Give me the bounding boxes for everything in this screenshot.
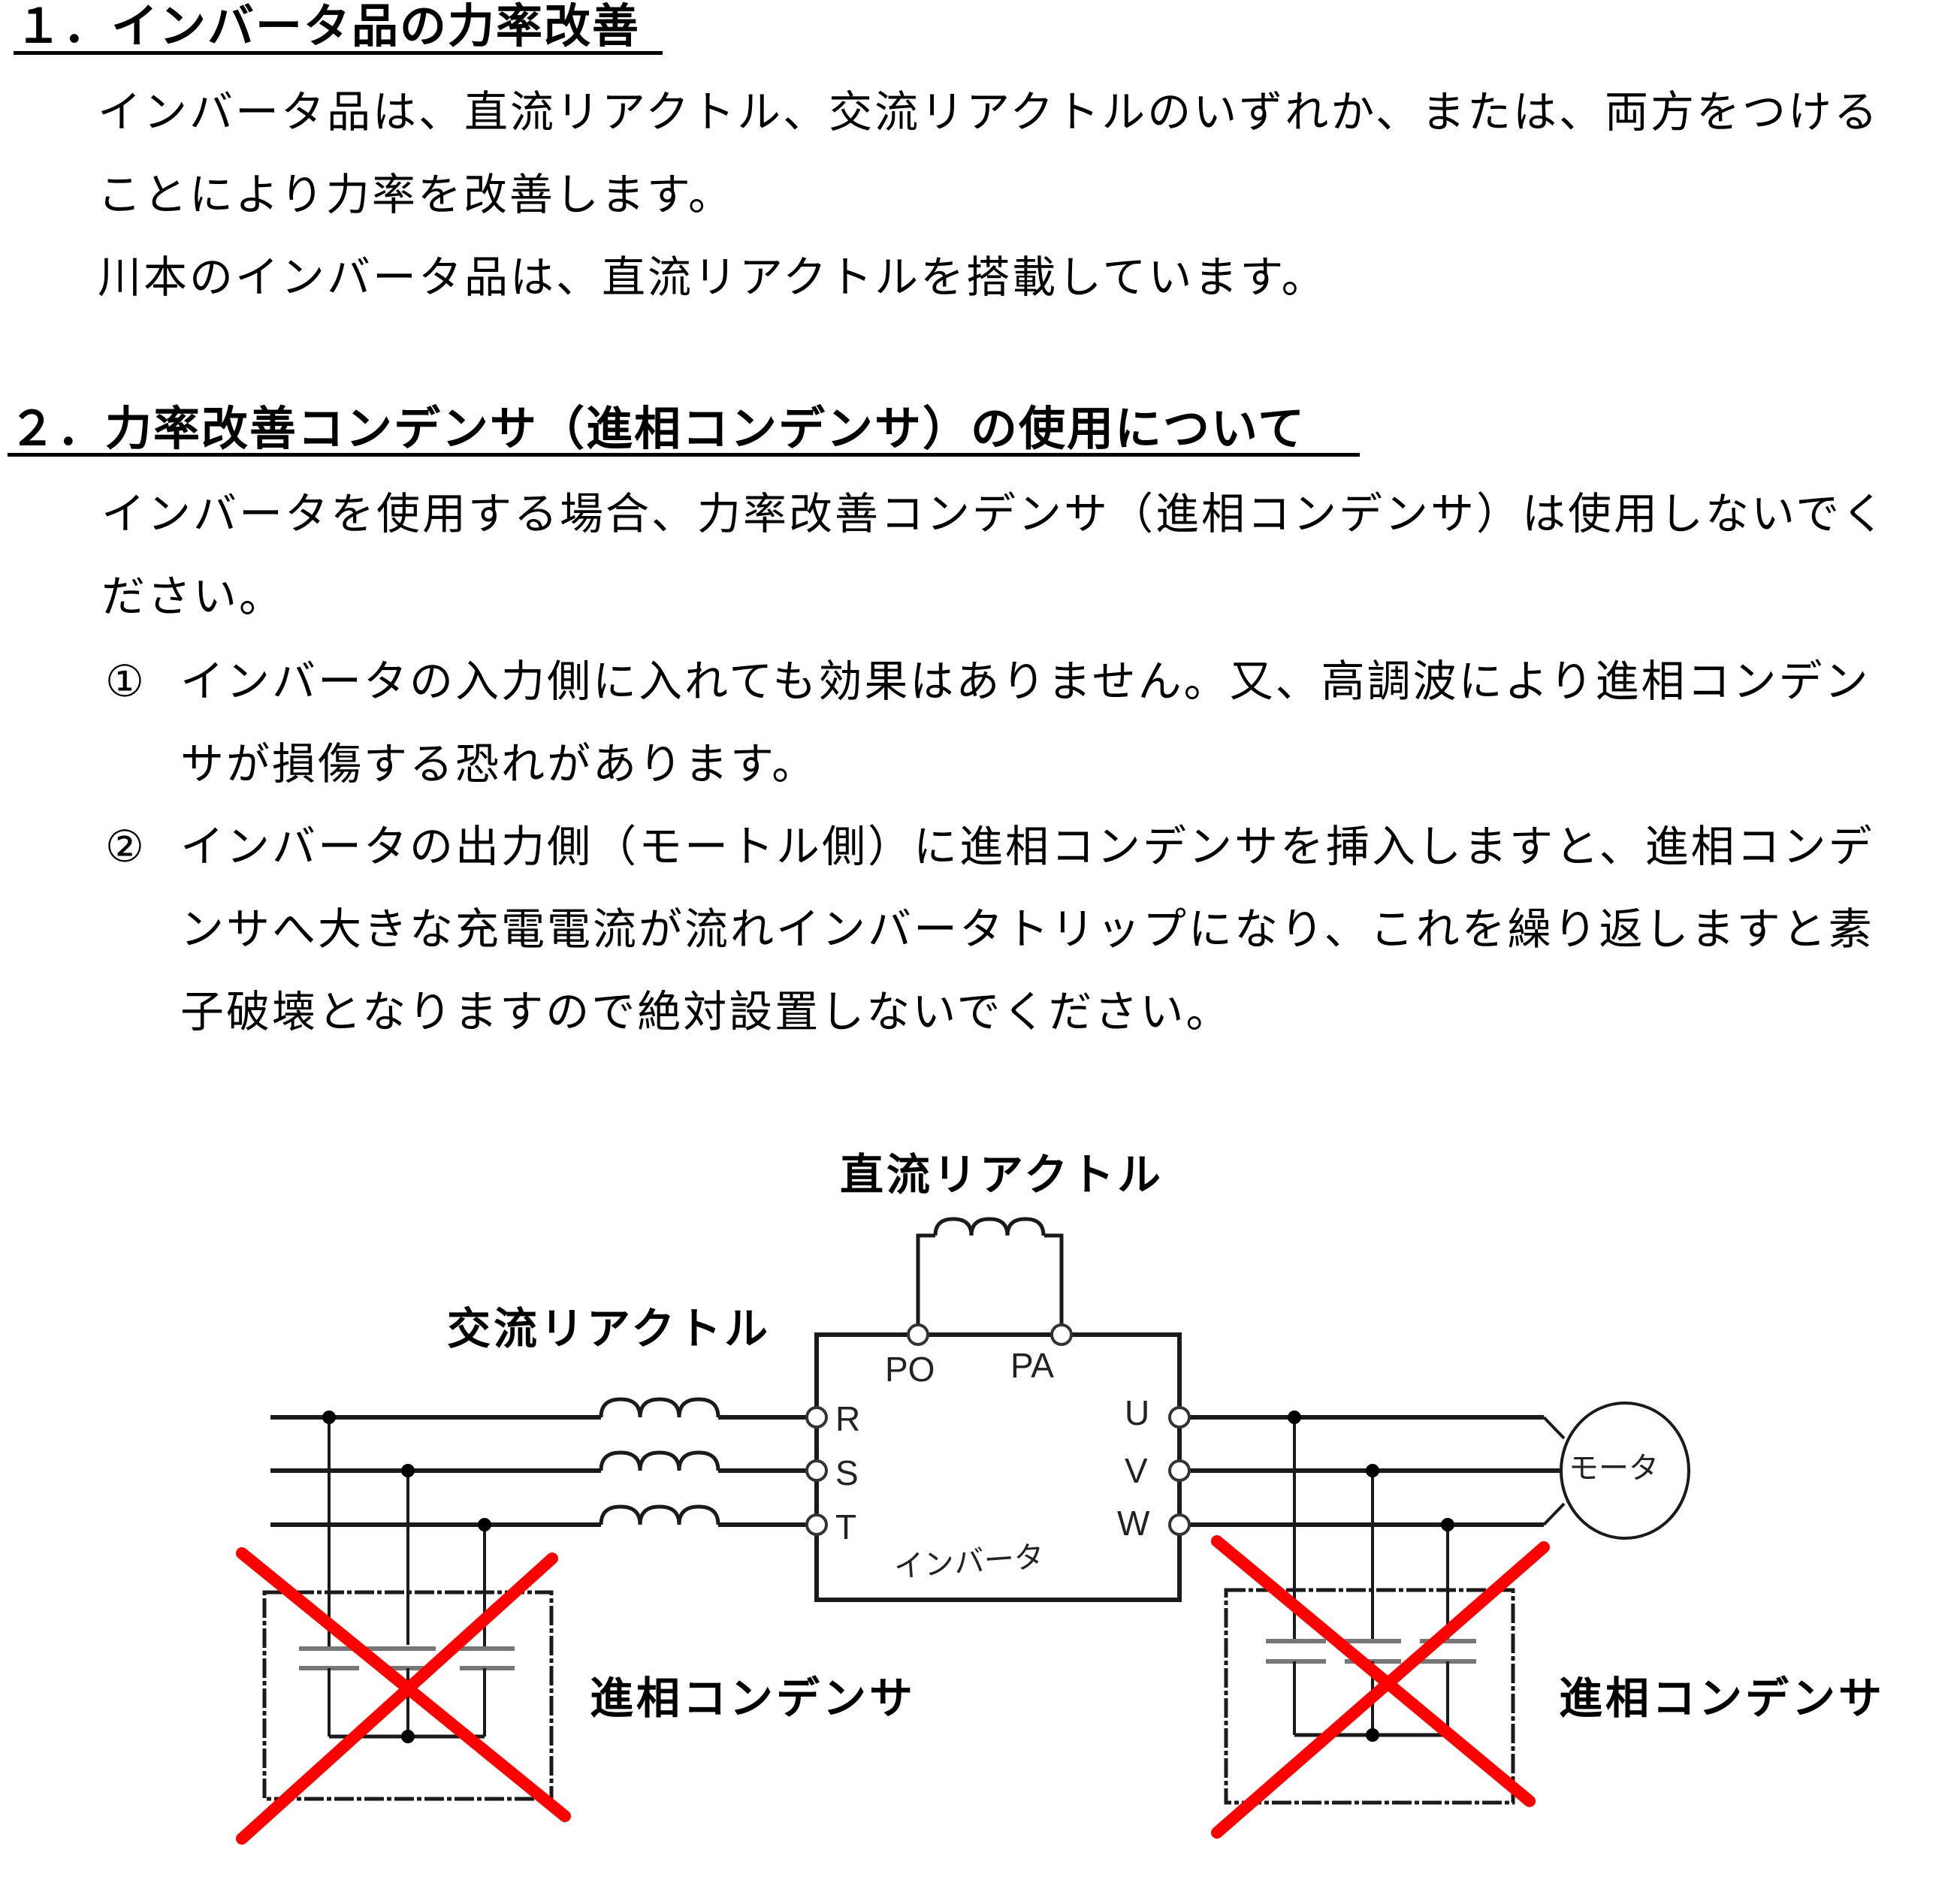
section1-heading-underline: [14, 51, 663, 55]
section2-heading: ２．力率改善コンデンサ（進相コンデンサ）の使用について: [9, 401, 1306, 456]
terminal-w: W: [1117, 1504, 1150, 1543]
ac-reactor-coil-icons: [599, 1397, 720, 1525]
dc-reactor-label: 直流リアクトル: [840, 1149, 1164, 1200]
terminal-po: PO: [885, 1350, 935, 1389]
ac-reactor-label: 交流リアクトル: [447, 1303, 772, 1354]
section1-heading: １．インバータ品の力率改善: [15, 0, 641, 53]
dc-reactor-coil-icon: [933, 1217, 1046, 1236]
terminal-t: T: [835, 1507, 857, 1546]
item-2-line-3: 子破壊となりますので絶対設置しないでください。: [180, 986, 1232, 1037]
junction-dots: [322, 1411, 1454, 1743]
terminal-r: R: [835, 1399, 861, 1438]
output-capacitor-label: 進相コンデンサ: [1559, 1673, 1886, 1724]
section2-heading-underline: [8, 453, 1360, 457]
item-2-line-1: インバータの出力側（モートル側）に進相コンデンサを挿入しますと、進相コンデ: [180, 821, 1874, 872]
output-capacitor-box: [1224, 1588, 1515, 1805]
motor-label: モータ: [1569, 1451, 1659, 1486]
terminal-u: U: [1125, 1393, 1150, 1432]
terminal-v: V: [1125, 1451, 1148, 1490]
prohibited-x-icons: [236, 1535, 1550, 1845]
item-1-line-2: サが損傷する恐れがあります。: [180, 738, 818, 789]
terminal-pa: PA: [1010, 1346, 1054, 1385]
item-2-marker: ②: [105, 821, 144, 872]
section2-intro-line-1: インバータを使用する場合、力率改善コンデンサ（進相コンデンサ）は使用しないでく: [101, 488, 1888, 539]
terminal-s: S: [835, 1453, 859, 1492]
section1-line-2: ことにより力率を改善します。: [98, 169, 735, 220]
input-capacitor-label: 進相コンデンサ: [590, 1673, 917, 1724]
item-2-line-2: ンサへ大きな充電電流が流れインバータトリップになり、これを繰り返しますと素: [180, 904, 1874, 955]
item-1-line-1: インバータの入力側に入れても効果はありません。又、高調波により進相コンデン: [180, 656, 1871, 707]
input-capacitor-box: [262, 1590, 554, 1801]
item-1-marker: ①: [105, 656, 144, 707]
terminal-circles: [805, 1323, 1191, 1536]
section1-line-1: インバータ品は、直流リアクトル、交流リアクトルのいずれか、または、両方をつける: [98, 86, 1880, 137]
section2-intro-line-2: ださい。: [101, 571, 285, 622]
dc-reactor-wire: [916, 1233, 935, 1333]
motor-circle: [1560, 1402, 1690, 1540]
section1-line-3: 川本のインバータ品は、直流リアクトルを搭載しています。: [98, 252, 1327, 303]
